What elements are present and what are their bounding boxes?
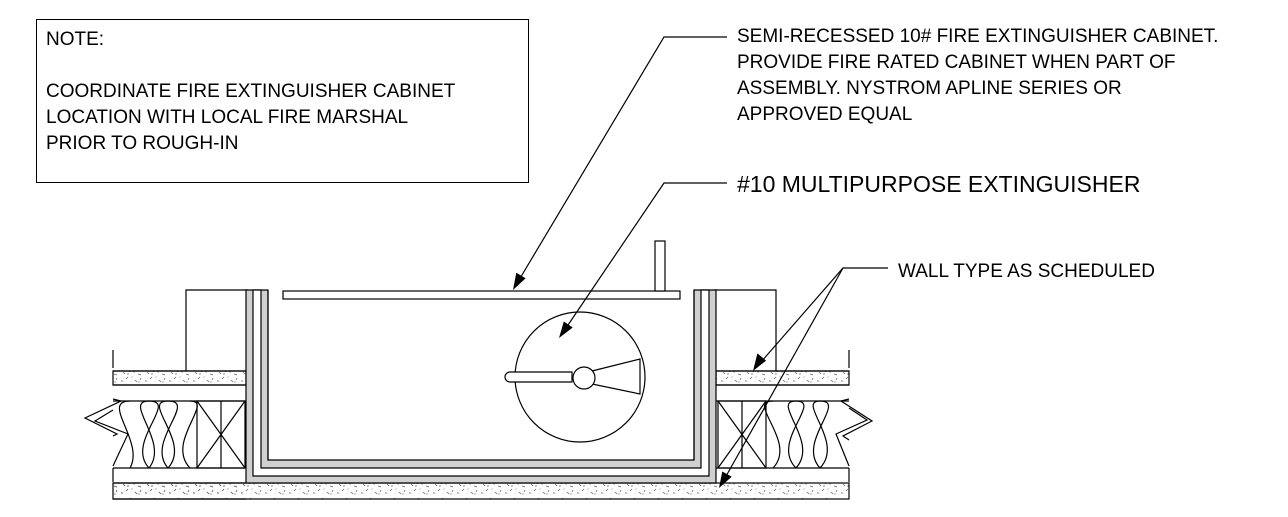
- note-box: [36, 19, 529, 183]
- leader-arrowheads: [513, 272, 767, 488]
- note-line-2: LOCATION WITH LOCAL FIRE MARSHAL: [46, 107, 409, 128]
- leader-lines: [518, 36, 888, 479]
- wall-left: [83, 289, 248, 500]
- note-line-3: PRIOR TO ROUGH-IN: [46, 133, 239, 154]
- cabinet-section: [245, 289, 717, 484]
- cabinet-callout-line-2: PROVIDE FIRE RATED CABINET WHEN PART OF: [737, 52, 1176, 73]
- cabinet-callout-line-3: ASSEMBLY. NYSTROM APLINE SERIES OR: [737, 78, 1122, 99]
- cabinet-callout-line-1: SEMI-RECESSED 10# FIRE EXTINGUISHER CABI…: [737, 26, 1219, 47]
- wall-finish-bottom: [112, 482, 850, 500]
- cabinet-callout-line-4: APPROVED EQUAL: [737, 104, 913, 125]
- cabinet-door: [282, 240, 681, 300]
- note-heading: NOTE:: [46, 29, 105, 50]
- wall-right: [714, 289, 874, 482]
- extinguisher: [504, 311, 646, 443]
- wall-callout: WALL TYPE AS SCHEDULED: [898, 261, 1155, 282]
- extinguisher-callout: #10 MULTIPURPOSE EXTINGUISHER: [737, 171, 1141, 197]
- note-line-1: COORDINATE FIRE EXTINGUISHER CABINET: [46, 81, 456, 102]
